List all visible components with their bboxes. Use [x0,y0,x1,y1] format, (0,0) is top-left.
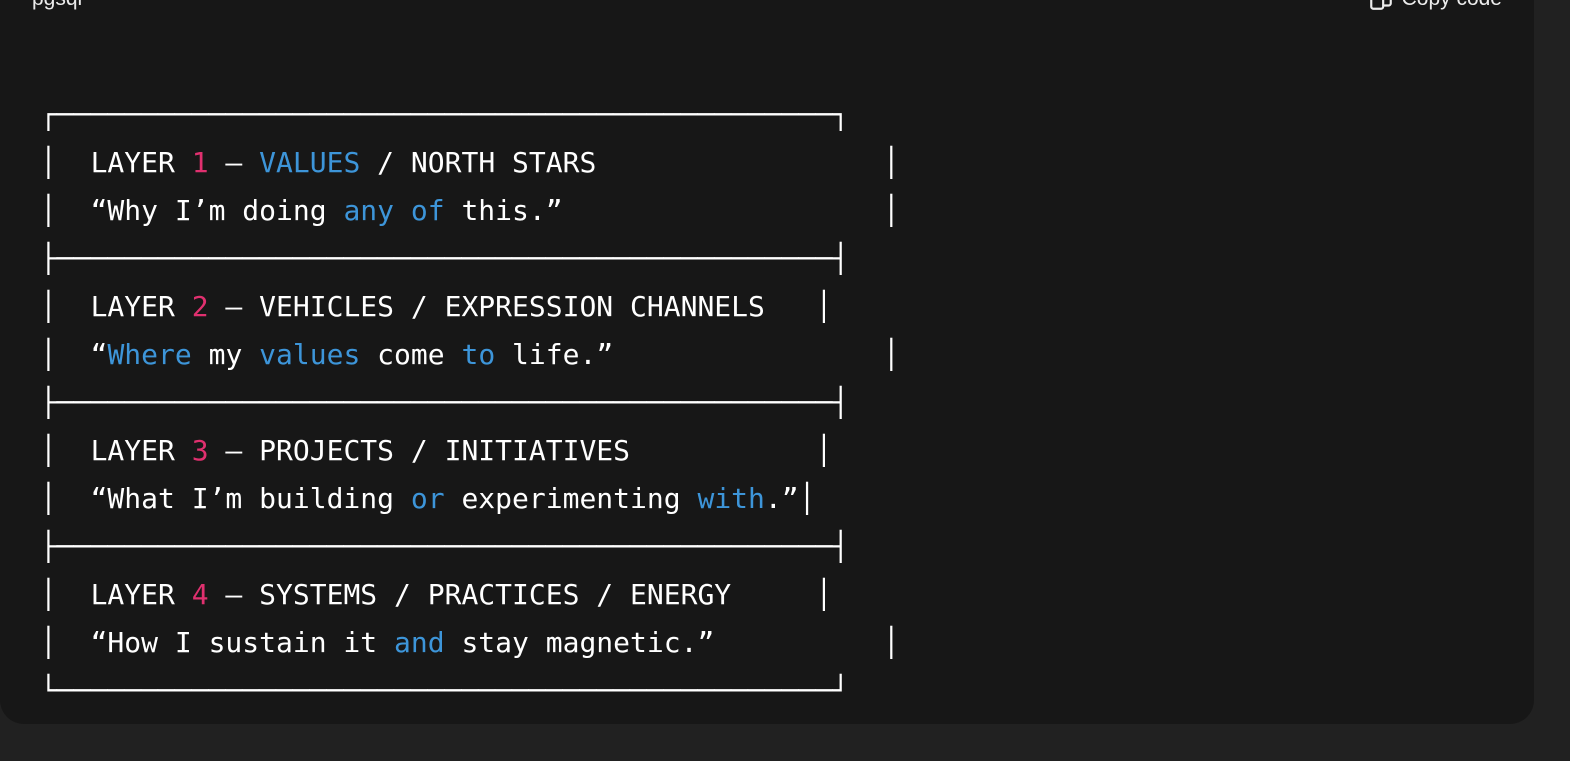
code-token-text: │ “Why I’m doing [40,194,344,227]
code-token-keyword: with [697,482,765,515]
copy-code-button[interactable]: Copy code [1368,0,1502,12]
code-line: │ “Where my values come to life.” │ [40,331,900,379]
code-line: ├───────────────────────────────────────… [40,235,900,283]
code-token-number: 1 [191,146,209,179]
code-token-text: — PROJECTS / INITIATIVES │ [208,434,833,467]
code-token-text: ├───────────────────────────────────────… [40,386,850,419]
code-line: │ LAYER 2 — VEHICLES / EXPRESSION CHANNE… [40,283,900,331]
code-token-text: │ “ [40,338,108,371]
code-line: │ “How I sustain it and stay magnetic.” … [40,619,900,667]
code-token-text: ├───────────────────────────────────────… [40,242,850,275]
code-token-text: — SYSTEMS / PRACTICES / ENERGY │ [208,578,833,611]
code-token-text: experimenting [444,482,698,515]
code-content: ┌───────────────────────────────────────… [40,91,900,715]
code-line: │ LAYER 4 — SYSTEMS / PRACTICES / ENERGY… [40,571,900,619]
copy-icon [1369,0,1392,10]
code-block: pgsql Copy code ┌───────────────────────… [0,0,1534,715]
code-token-number: 3 [191,434,209,467]
code-token-keyword: Where [107,338,192,371]
copy-code-label: Copy code [1402,0,1502,12]
code-line: │ LAYER 1 — VALUES / NORTH STARS │ [40,139,900,187]
code-line: ┌───────────────────────────────────────… [40,91,900,139]
code-token-text [394,194,411,227]
code-token-number: 4 [191,578,209,611]
code-token-text: ┌───────────────────────────────────────… [40,98,850,131]
code-token-text: — [208,146,260,179]
code-line: │ “What I’m building or experimenting wi… [40,475,900,523]
code-token-text: come [360,338,462,371]
code-token-text: │ LAYER [40,434,192,467]
code-line: ├───────────────────────────────────────… [40,379,900,427]
code-token-text: .”│ [764,482,816,515]
code-token-keyword: VALUES [259,146,361,179]
code-line: │ LAYER 3 — PROJECTS / INITIATIVES │ [40,427,900,475]
code-line: └───────────────────────────────────────… [40,667,900,715]
code-token-keyword: and [394,626,445,659]
code-token-number: 2 [191,290,209,323]
code-token-text: my [191,338,260,371]
code-token-text: life.” │ [495,338,900,371]
code-token-text: │ “How I sustain it [40,626,395,659]
code-token-keyword: any [343,194,395,227]
code-token-text: / NORTH STARS │ [360,146,900,179]
language-label: pgsql [32,0,82,12]
code-token-text: │ LAYER [40,146,192,179]
code-token-keyword: or [410,482,445,515]
code-token-text: │ LAYER [40,290,192,323]
code-token-text: ├───────────────────────────────────────… [40,530,850,563]
code-token-text: stay magnetic.” │ [444,626,900,659]
code-line: ├───────────────────────────────────────… [40,523,900,571]
code-token-keyword: to [461,338,496,371]
code-token-keyword: of [410,194,445,227]
code-line: │ “Why I’m doing any of this.” │ [40,187,900,235]
code-token-text: │ LAYER [40,578,192,611]
code-token-text: │ “What I’m building [40,482,411,515]
code-token-keyword: values [259,338,361,371]
code-token-text: └───────────────────────────────────────… [40,674,850,707]
code-token-text: — VEHICLES / EXPRESSION CHANNELS │ [208,290,833,323]
code-token-text: this.” │ [444,194,900,227]
code-block-header: pgsql Copy code [0,0,1534,14]
